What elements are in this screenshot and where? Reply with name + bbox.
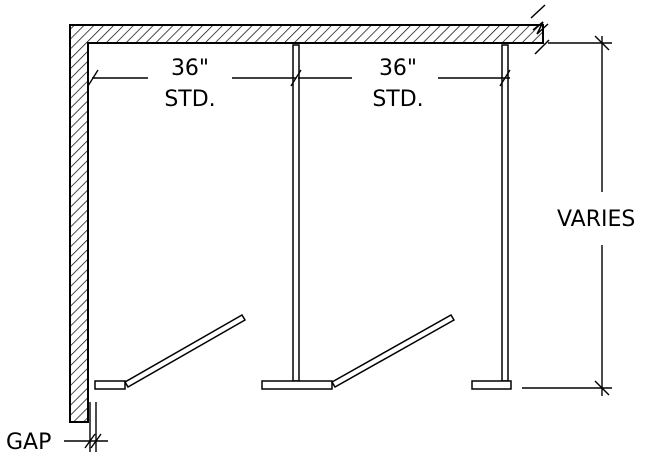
doors	[123, 313, 456, 389]
wall-hatch	[69, 24, 544, 423]
dimension-width-1	[87, 69, 302, 87]
pilaster-right	[471, 380, 512, 390]
dimension-label-36-1: 36"	[171, 56, 209, 81]
tick	[499, 69, 511, 87]
partition-panel-1	[292, 44, 300, 382]
pilaster-center	[261, 380, 333, 390]
pilaster-left	[94, 380, 126, 390]
tick	[87, 69, 99, 87]
dimension-label-std-1: STD.	[164, 87, 215, 112]
pilasters	[94, 380, 512, 390]
wall-break-line	[530, 4, 550, 55]
dimension-label-36-2: 36"	[379, 56, 417, 81]
dimension-width-2	[298, 69, 511, 87]
tick	[84, 433, 96, 449]
door-2	[330, 313, 456, 389]
tick	[90, 433, 102, 449]
dimension-gap	[64, 402, 108, 452]
tick	[594, 380, 610, 396]
dimension-label-std-2: STD.	[372, 87, 423, 112]
door-1	[123, 313, 247, 389]
tick	[594, 35, 610, 51]
dimension-label-varies: VARIES	[557, 207, 635, 232]
building-wall	[69, 4, 550, 423]
tick	[290, 69, 302, 87]
partition-panel-2	[501, 44, 509, 382]
dimension-height	[522, 35, 612, 396]
dimension-label-gap: GAP	[6, 430, 51, 455]
